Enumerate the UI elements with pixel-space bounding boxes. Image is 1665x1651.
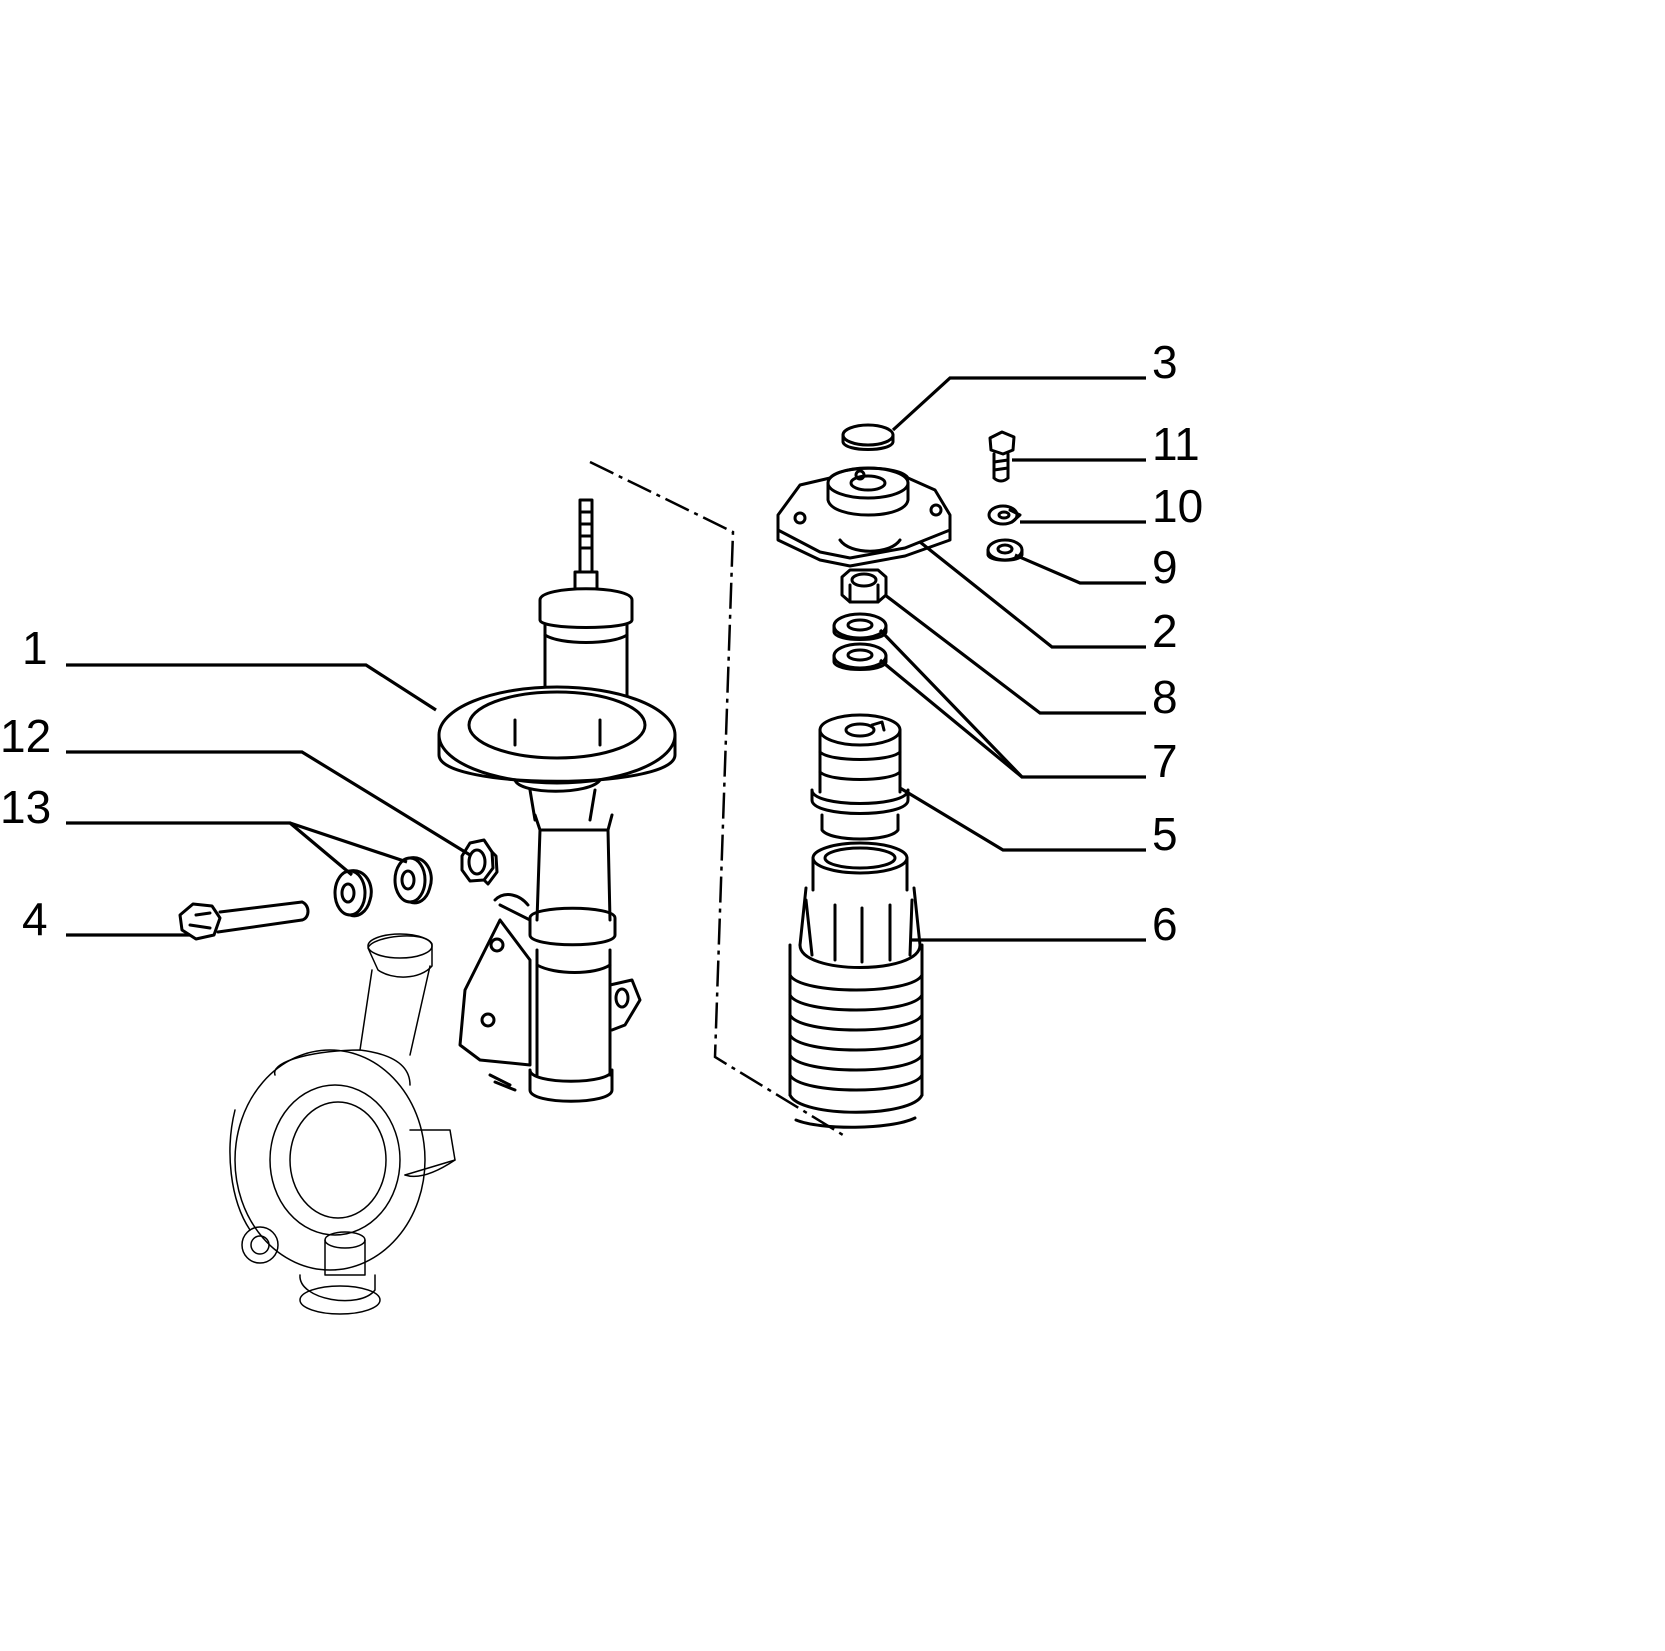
assembly-axis-line	[589, 460, 844, 1137]
nut-8	[840, 568, 888, 604]
leader-line-12	[66, 750, 471, 857]
spring-washer-10	[987, 504, 1022, 526]
callout-7: 7	[1152, 735, 1178, 787]
shock-absorber-strut	[437, 498, 677, 1103]
leader-line-2	[919, 540, 1146, 649]
callout-3: 3	[1152, 336, 1178, 388]
upper-mount-2	[776, 466, 952, 568]
cap-3	[841, 423, 895, 451]
leader-line-13b	[289, 821, 408, 864]
callout-12: 12	[0, 710, 51, 762]
nut-12	[460, 838, 499, 886]
bolt-11	[988, 430, 1016, 483]
callout-9: 9	[1152, 541, 1178, 593]
leader-line-7	[878, 628, 1146, 779]
leader-line-1	[66, 663, 437, 712]
bolt-4	[178, 900, 310, 941]
washer-9	[986, 538, 1024, 562]
callout-6: 6	[1152, 898, 1178, 950]
callout-8: 8	[1152, 671, 1178, 723]
steering-knuckle	[229, 933, 456, 1315]
washers-7	[832, 612, 888, 671]
callout-1: 1	[22, 622, 48, 674]
callout-13: 13	[0, 781, 51, 833]
washers-13	[333, 856, 433, 918]
leader-line-7b	[878, 658, 1024, 779]
callout-2: 2	[1152, 605, 1178, 657]
callout-4: 4	[22, 893, 48, 945]
bump-stop-5	[810, 713, 910, 841]
leader-line-3	[891, 376, 1146, 432]
callout-11: 11	[1152, 418, 1200, 470]
leader-line-8	[884, 593, 1146, 715]
leader-line-9	[1014, 553, 1146, 585]
dust-boot-6	[788, 841, 924, 1129]
leader-line-5	[899, 786, 1146, 852]
callout-5: 5	[1152, 808, 1178, 860]
callout-10: 10	[1152, 480, 1203, 532]
